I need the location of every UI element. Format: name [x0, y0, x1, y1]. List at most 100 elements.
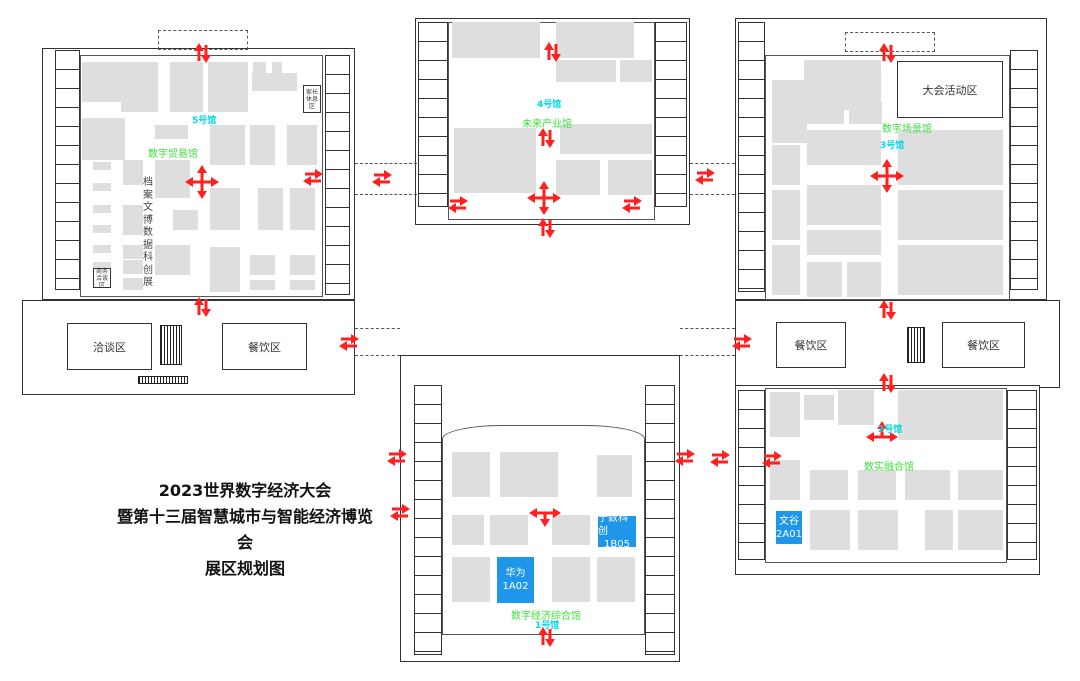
corridor-5-1 [355, 328, 400, 356]
bidirectional-arrow-horizontal-icon [732, 334, 752, 351]
booth [804, 60, 881, 110]
hall-1-right-rooms [645, 385, 675, 655]
booth [452, 557, 490, 602]
booth [123, 278, 143, 290]
four-way-arrow-icon [185, 165, 219, 199]
booth [772, 80, 807, 143]
hall-2-name: 数实融合馆 [864, 462, 914, 473]
booth [123, 245, 143, 259]
hall-2-right-rooms [1007, 390, 1037, 560]
business-negotiation-room: 商务洽谈区 [93, 267, 111, 289]
booth [847, 262, 881, 297]
bidirectional-arrow-vertical-icon [544, 42, 561, 62]
booth [804, 395, 834, 420]
booth [290, 280, 315, 290]
booth-name: 文谷 [779, 515, 799, 527]
hall-4-number: 4号馆 [537, 100, 562, 110]
parent-rest-area-label: 家长休息区 [305, 88, 318, 110]
booth-code: 2A01 [776, 528, 802, 540]
booth [905, 470, 950, 500]
booth [898, 390, 1003, 440]
bidirectional-arrow-vertical-icon [538, 218, 555, 238]
booth [454, 128, 536, 170]
business-negotiation-label: 商务洽谈区 [95, 267, 108, 289]
hall-4-name: 未来产业馆 [522, 119, 572, 130]
hall-3-right-rooms [1010, 50, 1038, 290]
bidirectional-arrow-vertical-icon [538, 128, 555, 148]
booth [210, 247, 240, 292]
bidirectional-arrow-horizontal-icon [339, 334, 359, 351]
hall-3-name: 数字场景馆 [882, 124, 932, 135]
hall-1-name: 数字经济综合馆 [511, 611, 581, 622]
hall-5-name: 数字贸易馆 [148, 149, 198, 160]
booth [958, 510, 1003, 550]
booth-1a02[interactable]: 华为 1A02 [497, 557, 534, 603]
booth [454, 168, 536, 193]
booth [208, 62, 248, 112]
booth [93, 245, 111, 253]
booth [807, 130, 881, 165]
booth-1b05[interactable]: 宁数科创 1B05 [598, 513, 636, 550]
conference-event-zone: 大会活动区 [897, 61, 1003, 118]
booth [173, 210, 198, 230]
dining-zone-east-2: 餐饮区 [942, 322, 1025, 368]
hall-1-left-rooms [414, 385, 442, 655]
parent-rest-area: 家长休息区 [303, 85, 321, 113]
booth [250, 280, 275, 290]
booth [123, 160, 143, 185]
booth [121, 62, 158, 112]
three-way-arrow-icon [529, 508, 561, 527]
booth [597, 455, 632, 497]
booth [807, 262, 842, 297]
booth [93, 183, 111, 191]
corridor-4-5 [355, 163, 417, 195]
bidirectional-arrow-horizontal-icon [675, 449, 695, 466]
booth [898, 130, 1003, 185]
dining-zone-west-label: 餐饮区 [248, 340, 281, 354]
booth [82, 62, 124, 102]
hall-5-vertical-label: 档案文博数据科创展 [143, 177, 153, 288]
booth [925, 510, 953, 550]
booth-code: 1A02 [502, 581, 529, 592]
booth [556, 60, 616, 82]
booth [556, 160, 600, 195]
booth [258, 188, 283, 230]
hall-5-entrance-canopy [158, 30, 248, 50]
hall-5-number: 5号馆 [192, 116, 217, 126]
dining-zone-west: 餐饮区 [222, 323, 307, 370]
booth [552, 515, 590, 545]
booth [620, 60, 652, 82]
title-line-1: 2023世界数字经济大会 [158, 481, 332, 500]
four-way-arrow-icon [527, 181, 561, 215]
bidirectional-arrow-vertical-icon [879, 373, 896, 393]
booth [898, 190, 1003, 240]
booth [170, 62, 203, 112]
bidirectional-arrow-vertical-icon [879, 43, 896, 63]
dining-zone-east-1: 餐饮区 [776, 322, 846, 368]
booth [838, 390, 874, 425]
booth [123, 205, 143, 235]
negotiation-zone-label: 洽谈区 [93, 340, 126, 354]
booth [597, 557, 635, 602]
title-line-3: 展区规划图 [204, 559, 285, 578]
booth [155, 245, 190, 275]
booth-2a01[interactable]: 文谷 2A01 [776, 511, 802, 544]
booth [272, 62, 282, 74]
booth [210, 188, 240, 230]
hall-5-right-rooms [325, 55, 350, 295]
booth [958, 470, 1003, 500]
map-title: 2023世界数字经济大会 暨第十三届智慧城市与智能经济博览会 展区规划图 [110, 478, 380, 582]
three-way-arrow-icon [866, 421, 898, 442]
bidirectional-arrow-vertical-icon [538, 627, 555, 647]
stairs [160, 325, 182, 365]
bidirectional-arrow-vertical-icon [879, 300, 896, 320]
booth [898, 245, 1003, 295]
bidirectional-arrow-horizontal-icon [695, 168, 715, 185]
booth [287, 125, 317, 165]
booth [93, 162, 111, 170]
corridor-1-2 [680, 328, 735, 356]
booth [452, 452, 490, 497]
booth [772, 190, 800, 240]
hall-4-right-rooms [655, 22, 687, 207]
bidirectional-arrow-horizontal-icon [387, 449, 407, 466]
